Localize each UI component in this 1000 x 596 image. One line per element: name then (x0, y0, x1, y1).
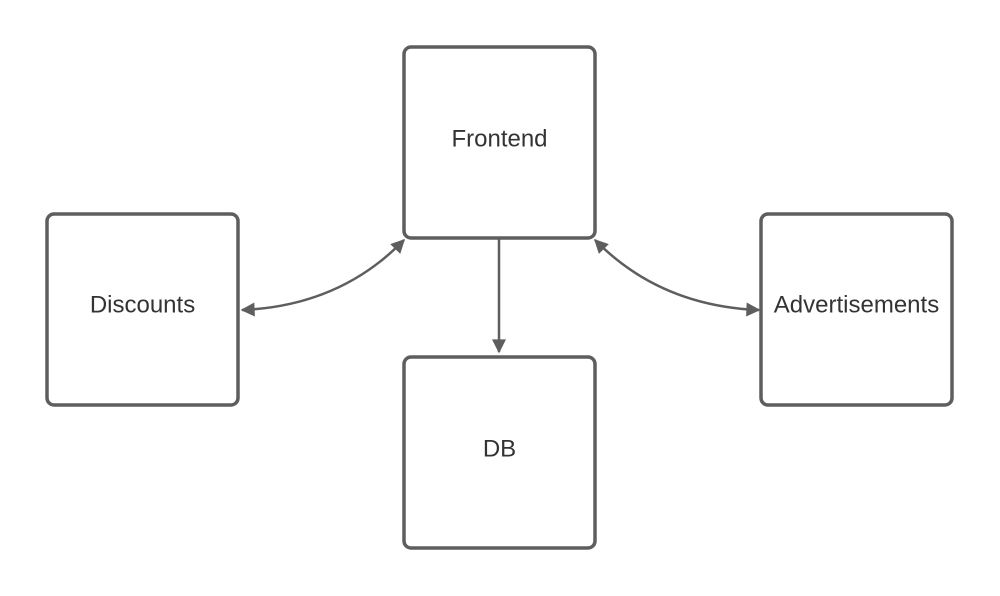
edge-frontend-advertisements (594, 239, 761, 317)
node-advertisements-label: Advertisements (774, 291, 939, 318)
node-frontend-label: Frontend (451, 125, 547, 152)
node-discounts-label: Discounts (90, 291, 195, 318)
node-db[interactable]: DB (402, 355, 597, 550)
node-advertisements[interactable]: Advertisements (759, 212, 954, 407)
edge-frontend-discounts (240, 238, 405, 317)
node-discounts[interactable]: Discounts (45, 212, 240, 407)
node-db-label: DB (483, 435, 516, 462)
node-frontend[interactable]: Frontend (402, 45, 597, 240)
